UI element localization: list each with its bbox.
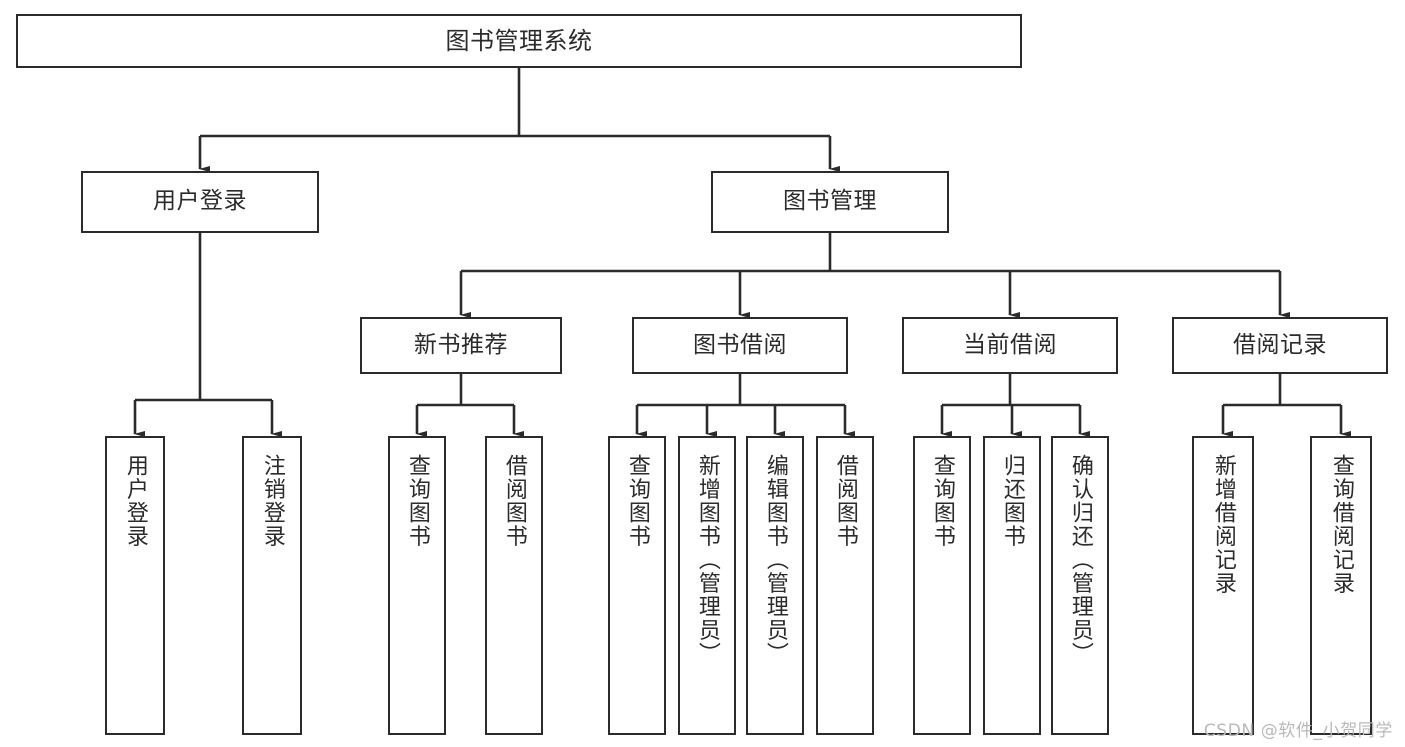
node-leaf-query-book-3[interactable]: 查询图书: [913, 436, 971, 735]
node-leaf-return-book[interactable]: 归还图书: [983, 436, 1041, 735]
node-label: 注销登录: [259, 454, 285, 548]
node-book-manage[interactable]: 图书管理: [711, 171, 949, 233]
node-book-borrow[interactable]: 图书借阅: [632, 317, 848, 374]
node-label: 新增图书（管理员）: [694, 454, 720, 666]
node-label: 确认归还（管理员）: [1067, 454, 1093, 666]
node-current-borrow[interactable]: 当前借阅: [902, 317, 1118, 374]
node-leaf-confirm-return[interactable]: 确认归还（管理员）: [1051, 436, 1109, 735]
node-leaf-user-logout[interactable]: 注销登录: [242, 436, 302, 735]
node-label: 查询图书: [404, 454, 430, 548]
node-root[interactable]: 图书管理系统: [16, 14, 1022, 68]
node-label: 新书推荐: [414, 331, 508, 358]
node-label: 图书借阅: [693, 331, 787, 358]
node-leaf-edit-book[interactable]: 编辑图书（管理员）: [746, 436, 804, 735]
node-new-book-rec[interactable]: 新书推荐: [360, 317, 562, 374]
node-label: 归还图书: [999, 454, 1025, 548]
node-borrow-record[interactable]: 借阅记录: [1172, 317, 1388, 374]
node-label: 编辑图书（管理员）: [762, 454, 788, 666]
node-label: 查询图书: [929, 454, 955, 548]
node-label: 借阅记录: [1233, 331, 1327, 358]
node-label: 借阅图书: [501, 454, 527, 548]
node-label: 查询借阅记录: [1328, 454, 1354, 595]
node-label: 图书管理: [783, 188, 877, 215]
node-leaf-add-record[interactable]: 新增借阅记录: [1192, 436, 1254, 735]
node-label: 图书管理系统: [445, 26, 593, 55]
node-leaf-query-book-1[interactable]: 查询图书: [388, 436, 446, 735]
node-label: 新增借阅记录: [1210, 454, 1236, 595]
node-user-login[interactable]: 用户登录: [81, 171, 319, 233]
node-label: 借阅图书: [832, 454, 858, 548]
node-leaf-query-book-2[interactable]: 查询图书: [608, 436, 666, 735]
node-label: 当前借阅: [963, 331, 1057, 358]
tree-connectors: [133, 68, 1351, 437]
node-label: 用户登录: [122, 454, 148, 548]
node-leaf-add-book[interactable]: 新增图书（管理员）: [678, 436, 736, 735]
node-leaf-query-record[interactable]: 查询借阅记录: [1310, 436, 1372, 735]
node-leaf-user-login[interactable]: 用户登录: [105, 436, 165, 735]
node-leaf-borrow-book-2[interactable]: 借阅图书: [816, 436, 874, 735]
node-label: 用户登录: [153, 188, 247, 215]
node-leaf-borrow-book-1[interactable]: 借阅图书: [485, 436, 543, 735]
node-label: 查询图书: [624, 454, 650, 548]
